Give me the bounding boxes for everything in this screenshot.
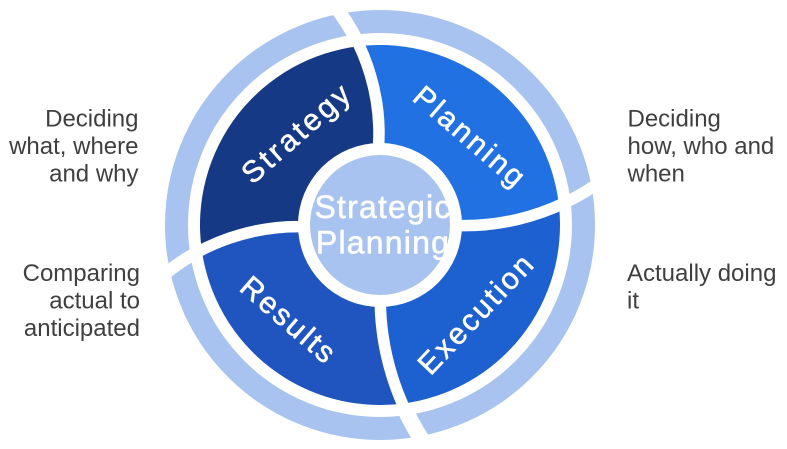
svg-text:anticipated: anticipated <box>24 315 140 342</box>
svg-text:Deciding: Deciding <box>628 105 721 132</box>
svg-text:Actually doing: Actually doing <box>627 260 776 287</box>
svg-text:Strategic: Strategic <box>314 189 451 225</box>
svg-text:and why: and why <box>49 160 138 187</box>
svg-text:when: when <box>627 160 685 187</box>
svg-text:it: it <box>627 288 639 315</box>
svg-text:what, where: what, where <box>8 133 138 160</box>
svg-text:Comparing: Comparing <box>23 260 140 287</box>
svg-text:Deciding: Deciding <box>45 105 138 132</box>
svg-text:Planning: Planning <box>316 225 450 261</box>
svg-text:actual to: actual to <box>49 287 140 314</box>
svg-text:how, who and: how, who and <box>628 133 775 160</box>
